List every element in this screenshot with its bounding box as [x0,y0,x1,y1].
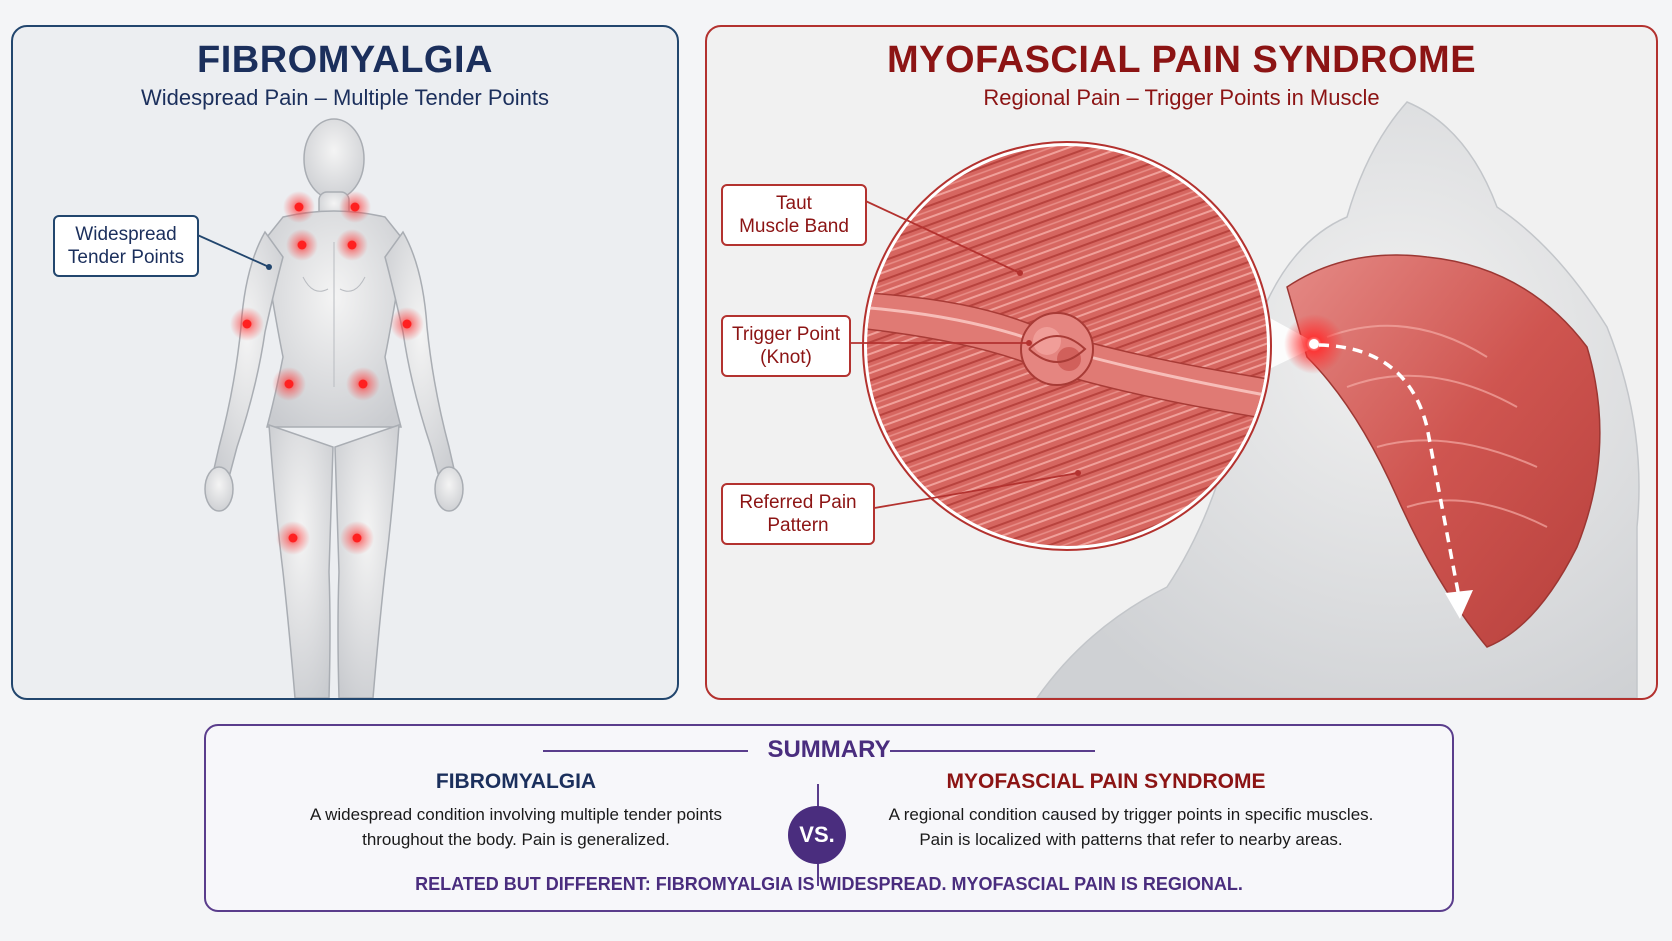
vs-badge: VS. [788,806,846,864]
callout-line-2: Pattern [767,515,829,536]
summary-box: SUMMARY FIBROMYALGIA A widespread condit… [204,724,1454,912]
callout-line-2: Muscle Band [739,216,849,237]
referred-pain-callout: Referred Pain Pattern [721,483,875,545]
fibromyalgia-subtitle: Widespread Pain – Multiple Tender Points [140,85,550,110]
summary-myo-line-2: Pain is localized with patterns that ref… [919,830,1343,849]
callout-line-1: Trigger Point [731,324,841,345]
callout-line-2: Tender Points [67,247,185,268]
summary-fibro-text: A widespread condition involving multipl… [246,802,786,852]
widespread-tender-points-callout: Widespread Tender Points [53,215,199,277]
summary-fibro-line-1: A widespread condition involving multipl… [309,805,723,824]
myofascial-subtitle: Regional Pain – Trigger Points in Muscle [983,85,1380,110]
myofascial-title: MYOFASCIAL PAIN SYNDROME [886,39,1477,81]
summary-rule-right [890,750,1095,752]
fibromyalgia-panel: FIBROMYALGIA Widespread Pain – Multiple … [11,25,679,700]
callout-line-2: (Knot) [760,347,812,368]
taut-muscle-band-callout: Taut Muscle Band [721,184,867,246]
summary-myo-text: A regional condition caused by trigger p… [861,802,1401,852]
tender-points [230,191,424,555]
summary-fibro-heading: FIBROMYALGIA [435,770,597,793]
shoulder-muscle-illustration [837,101,1640,698]
callout-line-1: Widespread [75,224,177,245]
summary-myo-heading: MYOFASCIAL PAIN SYNDROME [946,770,1266,793]
trigger-point-callout: Trigger Point (Knot) [721,315,851,377]
summary-rule-left [543,750,748,752]
myofascial-panel: MYOFASCIAL PAIN SYNDROME Regional Pain –… [705,25,1658,700]
summary-footer: RELATED BUT DIFFERENT: FIBROMYALGIA IS W… [415,874,1243,894]
callout-line-1: Taut [776,193,812,214]
summary-title: SUMMARY [767,736,891,763]
summary-fibro-line-2: throughout the body. Pain is generalized… [362,830,670,849]
callout-line-1: Referred Pain [739,492,857,513]
fibromyalgia-title: FIBROMYALGIA [197,39,493,81]
summary-myo-line-1: A regional condition caused by trigger p… [888,805,1374,824]
body-figure-illustration [192,118,464,698]
